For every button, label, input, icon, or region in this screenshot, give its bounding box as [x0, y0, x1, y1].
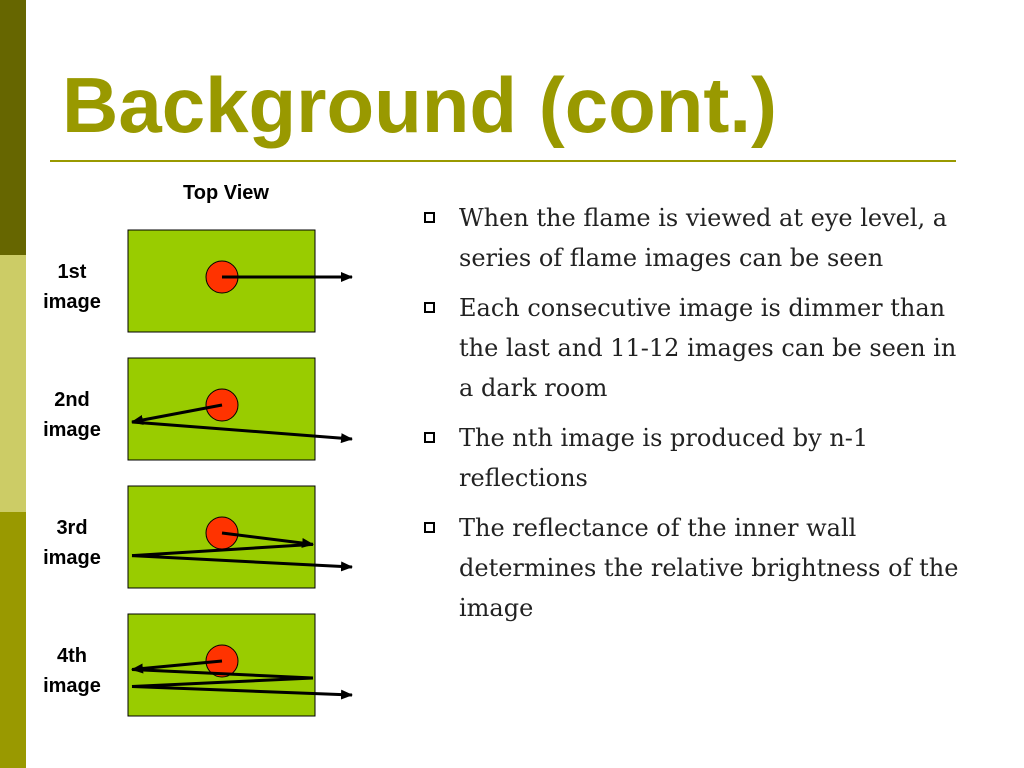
- image-panel: 4th image: [43, 613, 353, 717]
- light-ray-segment: [131, 659, 223, 674]
- bullet-item: The nth image is produced by n-1 reflect…: [424, 418, 969, 498]
- diagram-heading: Top View: [183, 182, 269, 204]
- bullet-item: Each consecutive image is dimmer than th…: [424, 288, 969, 408]
- panel-label-ordinal: 3rd: [56, 517, 87, 539]
- panel-label-word: image: [43, 291, 101, 313]
- square-bullet-icon: [424, 212, 435, 223]
- square-bullet-icon: [424, 432, 435, 443]
- square-bullet-icon: [424, 302, 435, 313]
- light-ray-segment: [131, 420, 353, 444]
- panel-label-word: image: [43, 675, 101, 697]
- bullet-text: The reflectance of the inner wall determ…: [459, 514, 959, 622]
- bullet-text: Each consecutive image is dimmer than th…: [459, 294, 957, 402]
- light-ray-segment: [131, 676, 314, 688]
- chamber-rect: [127, 357, 316, 461]
- panel-label-ordinal: 4th: [57, 645, 87, 667]
- image-panel: 2nd image: [43, 357, 353, 461]
- bullet-text: The nth image is produced by n-1 reflect…: [459, 424, 869, 492]
- light-ray-segment: [131, 403, 223, 425]
- light-ray-segment: [131, 685, 353, 700]
- bullet-item: The reflectance of the inner wall determ…: [424, 508, 969, 628]
- bullet-item: When the flame is viewed at eye level, a…: [424, 198, 969, 278]
- sidebar-band-bottom: [0, 512, 26, 768]
- light-ray-segment: [131, 554, 353, 572]
- top-view-diagram: Top View 1st image 2nd image 3rd image 4th imag…: [43, 182, 353, 717]
- image-panel: 1st image: [43, 229, 353, 333]
- title-underline: [50, 160, 956, 162]
- panel-label-ordinal: 2nd: [54, 389, 90, 411]
- bullet-list: When the flame is viewed at eye level, a…: [424, 198, 969, 638]
- image-panel: 3rd image: [43, 485, 353, 589]
- slide-title: Background (cont.): [62, 61, 777, 149]
- light-ray-segment: [131, 668, 314, 680]
- panel-label-word: image: [43, 547, 101, 569]
- sidebar-band-top: [0, 0, 26, 255]
- square-bullet-icon: [424, 522, 435, 533]
- sidebar-band-middle: [0, 255, 26, 512]
- panel-label-word: image: [43, 419, 101, 441]
- light-ray-segment: [131, 542, 314, 558]
- panel-label-ordinal: 1st: [58, 261, 87, 283]
- bullet-text: When the flame is viewed at eye level, a…: [459, 204, 948, 272]
- light-ray-segment: [221, 531, 314, 548]
